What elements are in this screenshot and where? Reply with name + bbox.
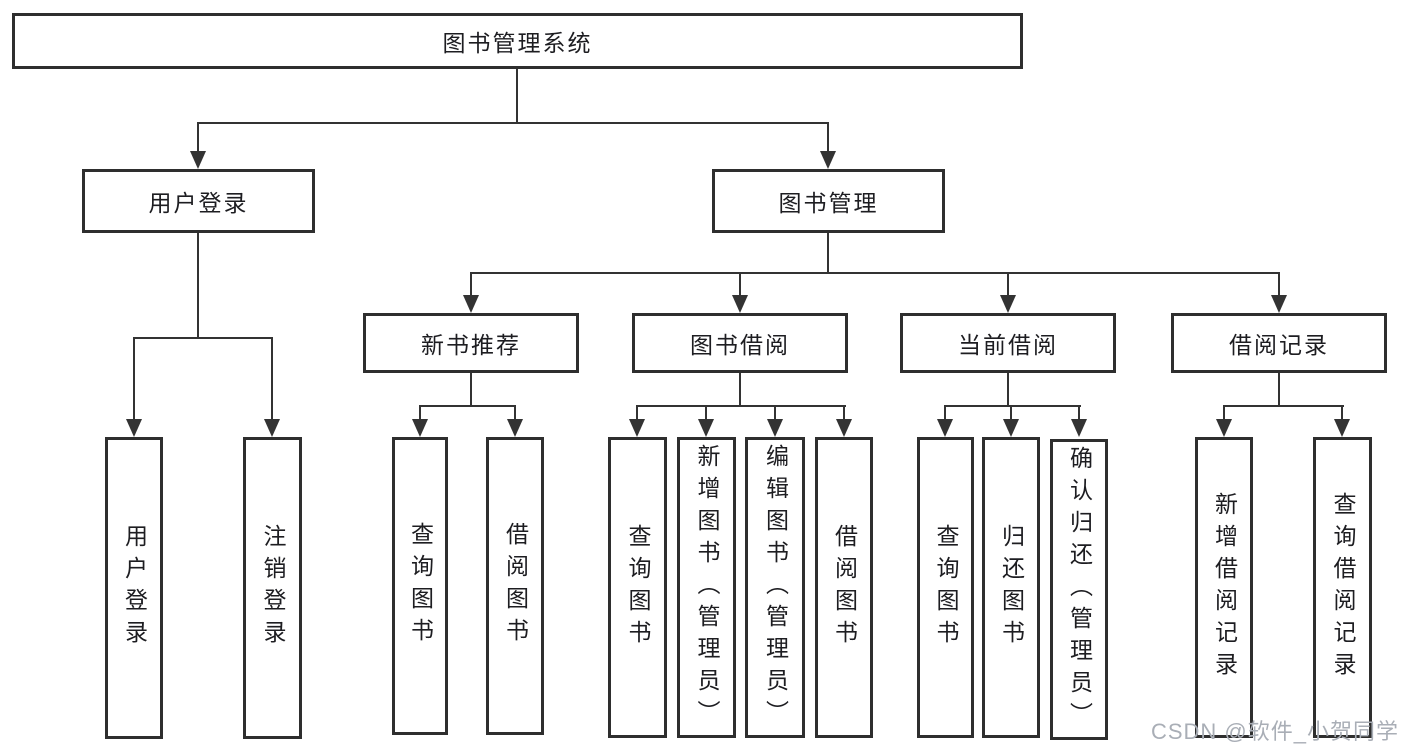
- leaf-query-books-borrow: 查询图书: [608, 437, 667, 738]
- arrowhead-down-icon: [629, 419, 645, 437]
- leaf-label: 借阅图书: [831, 523, 858, 652]
- leaf-label: 查询图书: [933, 523, 959, 652]
- csdn-watermark: CSDN @软件_小贺同学: [1150, 719, 1399, 744]
- connector-line: [1223, 405, 1344, 407]
- connector-line: [470, 274, 472, 295]
- connector-line: [739, 274, 741, 295]
- connector-line: [827, 124, 829, 151]
- leaf-query-books-recommend: 查询图书: [392, 437, 448, 735]
- arrowhead-down-icon: [698, 419, 714, 437]
- leaf-label: 新增图书（管理员）: [694, 443, 720, 732]
- arrowhead-down-icon: [507, 419, 523, 437]
- connector-line: [774, 407, 776, 419]
- leaf-edit-books-admin: 编辑图书（管理员）: [745, 437, 805, 738]
- arrowhead-down-icon: [1071, 419, 1087, 437]
- arrowhead-down-icon: [767, 419, 783, 437]
- node-new-book-recommend: 新书推荐: [363, 313, 579, 373]
- leaf-borrow-books-recommend: 借阅图书: [486, 437, 544, 735]
- connector-line: [1007, 274, 1009, 295]
- connector-line: [133, 339, 135, 419]
- leaf-label: 用户登录: [121, 524, 148, 652]
- node-current-borrow: 当前借阅: [900, 313, 1116, 373]
- arrowhead-down-icon: [937, 419, 953, 437]
- connector-line: [470, 373, 472, 407]
- connector-line: [1007, 373, 1009, 407]
- node-book-borrow: 图书借阅: [632, 313, 848, 373]
- connector-line: [1223, 407, 1225, 419]
- connector-line: [1078, 407, 1080, 419]
- arrowhead-down-icon: [1003, 419, 1019, 437]
- arrowhead-down-icon: [126, 419, 142, 437]
- leaf-confirm-return-admin: 确认归还（管理员）: [1050, 439, 1108, 740]
- leaf-label: 归还图书: [998, 523, 1025, 652]
- arrowhead-down-icon: [732, 295, 748, 313]
- connector-line: [944, 407, 946, 419]
- leaf-query-books-current: 查询图书: [917, 437, 974, 738]
- leaf-label: 查询图书: [625, 523, 651, 652]
- connector-line: [197, 233, 199, 337]
- leaf-add-books-admin: 新增图书（管理员）: [677, 437, 736, 738]
- connector-line: [739, 373, 741, 407]
- leaf-return-books: 归还图书: [982, 437, 1040, 738]
- arrowhead-down-icon: [264, 419, 280, 437]
- node-label: 图书管理: [778, 190, 879, 216]
- arrowhead-down-icon: [1000, 295, 1016, 313]
- node-label: 图书管理系统: [442, 30, 593, 56]
- connector-line: [827, 233, 829, 274]
- arrowhead-down-icon: [463, 295, 479, 313]
- connector-line: [516, 69, 518, 124]
- connector-line: [419, 407, 421, 419]
- leaf-query-borrow-record: 查询借阅记录: [1313, 437, 1372, 738]
- connector-line: [636, 405, 846, 407]
- node-borrow-records: 借阅记录: [1171, 313, 1387, 373]
- leaf-label: 查询借阅记录: [1330, 491, 1356, 684]
- node-root-system: 图书管理系统: [12, 13, 1023, 69]
- node-label: 借阅记录: [1229, 332, 1329, 358]
- node-label: 用户登录: [148, 190, 249, 216]
- leaf-label: 借阅图书: [502, 522, 529, 650]
- leaf-label: 注销登录: [260, 524, 286, 652]
- arrowhead-down-icon: [836, 419, 852, 437]
- node-label: 新书推荐: [421, 332, 521, 358]
- connector-line: [470, 272, 1280, 274]
- connector-line: [514, 407, 516, 419]
- connector-line: [1278, 274, 1280, 295]
- node-book-management: 图书管理: [712, 169, 945, 233]
- connector-line: [197, 124, 199, 151]
- leaf-label: 编辑图书（管理员）: [762, 443, 789, 732]
- leaf-add-borrow-record: 新增借阅记录: [1195, 437, 1253, 738]
- connector-line: [843, 407, 845, 419]
- arrowhead-down-icon: [1271, 295, 1287, 313]
- leaf-label: 新增借阅记录: [1211, 491, 1238, 684]
- leaf-borrow-books: 借阅图书: [815, 437, 873, 738]
- connector-line: [1010, 407, 1012, 419]
- connector-line: [1341, 407, 1343, 419]
- connector-line: [133, 337, 273, 339]
- connector-line: [705, 407, 707, 419]
- arrowhead-down-icon: [1334, 419, 1350, 437]
- connector-line: [271, 339, 273, 419]
- node-label: 当前借阅: [958, 332, 1058, 358]
- arrowhead-down-icon: [820, 151, 836, 169]
- connector-line: [944, 405, 1081, 407]
- leaf-label: 查询图书: [407, 522, 434, 650]
- leaf-user-login: 用户登录: [105, 437, 163, 739]
- node-user-login: 用户登录: [82, 169, 315, 233]
- connector-line: [197, 122, 829, 124]
- leaf-label: 确认归还（管理员）: [1066, 445, 1093, 734]
- arrowhead-down-icon: [1216, 419, 1232, 437]
- arrowhead-down-icon: [412, 419, 428, 437]
- node-label: 图书借阅: [690, 332, 790, 358]
- connector-line: [636, 407, 638, 419]
- connector-line: [419, 405, 516, 407]
- connector-line: [1278, 373, 1280, 407]
- arrowhead-down-icon: [190, 151, 206, 169]
- leaf-logout: 注销登录: [243, 437, 302, 739]
